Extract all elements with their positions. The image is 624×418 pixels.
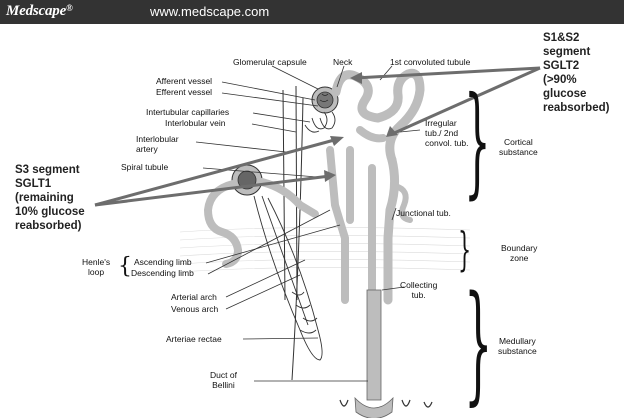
label-collecting-tubule: Collecting tub. [400,280,437,300]
henle-brace: { [118,256,132,278]
label-intertubular-capillaries: Intertubular capillaries [146,107,229,117]
label-arteriae-rectae: Arteriae rectae [166,334,222,344]
label-venous-arch: Venous arch [171,304,218,314]
label-first-convoluted-tubule: 1st convoluted tubule [390,57,470,67]
label-junctional-tubule: Junctional tub. [396,208,451,218]
lower-glomerulus [232,165,262,195]
label-arterial-arch: Arterial arch [171,292,217,302]
label-ascending-limb: Ascending limb [134,257,192,267]
label-efferent-vessel: Efferent vessel [156,87,212,97]
annotation-s1s2-sglt2: S1&S2 segment SGLT2 (>90% glucose reabso… [543,31,609,115]
boundary-brace: } [458,226,471,272]
label-interlobular-artery: Interlobular artery [136,134,179,154]
henle-loop [254,196,322,360]
upper-tubules [330,73,420,300]
collecting-duct [355,290,393,418]
label-cortical-substance: Cortical substance [499,137,538,157]
label-boundary-zone: Boundary zone [501,243,537,263]
label-neck: Neck [333,57,352,67]
label-afferent-vessel: Afferent vessel [156,76,212,86]
label-duct-of-bellini: Duct of Bellini [210,370,237,390]
label-descending-limb: Descending limb [131,268,194,278]
annotation-s3-sglt1: S3 segment SGLT1 (remaining 10% glucose … [15,163,85,233]
label-glomerular-capsule: Glomerular capsule [233,57,307,67]
label-henles-loop: Henle's loop [82,257,110,277]
label-interlobular-vein: Interlobular vein [165,118,225,128]
medullary-brace: } [464,280,493,408]
label-medullary-substance: Medullary substance [498,336,537,356]
label-irregular-tubule: Irregular tub./ 2nd convol. tub. [425,118,468,148]
label-spiral-tubule: Spiral tubule [121,162,168,172]
